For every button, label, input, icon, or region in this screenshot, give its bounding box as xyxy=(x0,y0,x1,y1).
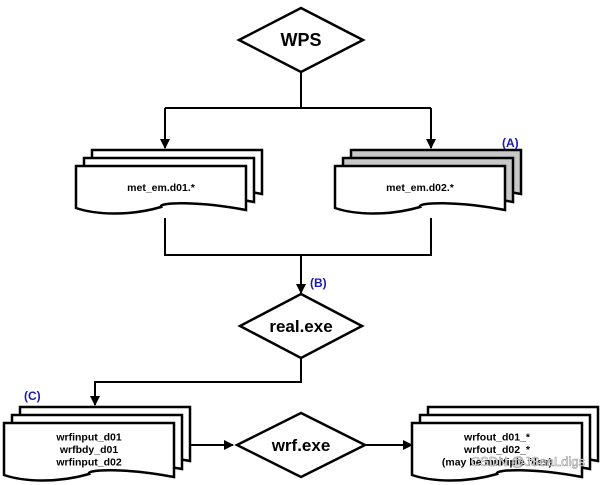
doc-stack-wrfout: wrfout_d01_*wrfout_d02_*(may be multiple… xyxy=(410,405,600,482)
connector-wps-to-d01 xyxy=(165,107,431,148)
doc-stack-met-d02: met_em.d02.* xyxy=(333,148,523,215)
wps-node: WPS xyxy=(236,6,366,74)
connectors xyxy=(90,70,436,450)
wrf-exe-node: wrf.exe xyxy=(234,411,368,479)
doc-stack-wrfinput-line-1: wrfinput_d01 xyxy=(55,432,121,444)
doc-stack-wrfout-line-1: wrfout_d01_* xyxy=(463,432,531,444)
doc-stack-wrfinput-front-sheet xyxy=(2,421,176,482)
annotation-c: (C) xyxy=(24,389,41,403)
doc-stack-met-d01-front-sheet xyxy=(74,164,248,215)
connector-real-to-wrfinput xyxy=(90,358,302,406)
doc-stack-wrfout-line-3: (may be multiple files) xyxy=(442,457,552,469)
doc-stack-wrfout-line-2: wrfout_d02_* xyxy=(463,444,531,456)
real-exe-node: real.exe xyxy=(237,292,365,360)
wrf-exe-label: wrf.exe xyxy=(271,436,331,455)
doc-stack-wrfout-front-sheet xyxy=(410,421,584,482)
doc-stack-met-d01: met_em.d01.* xyxy=(74,148,264,215)
doc-stack-wrfinput-line-3: wrfinput_d02 xyxy=(55,457,121,469)
annotation-b: (B) xyxy=(310,276,327,290)
wps-label: WPS xyxy=(280,30,321,50)
doc-stack-met-d02-line-1: met_em.d02.* xyxy=(386,182,455,194)
doc-stack-met-d02-front-sheet xyxy=(333,164,507,215)
watermark: CSDN @JSeaLdigs xyxy=(471,454,586,469)
connector-met-merge xyxy=(164,218,432,256)
doc-stack-wrfinput-line-2: wrfbdy_d01 xyxy=(59,444,119,456)
real-exe-label: real.exe xyxy=(269,317,332,336)
annotation-a: (A) xyxy=(502,136,519,150)
doc-stack-met-d01-line-1: met_em.d01.* xyxy=(127,182,196,194)
